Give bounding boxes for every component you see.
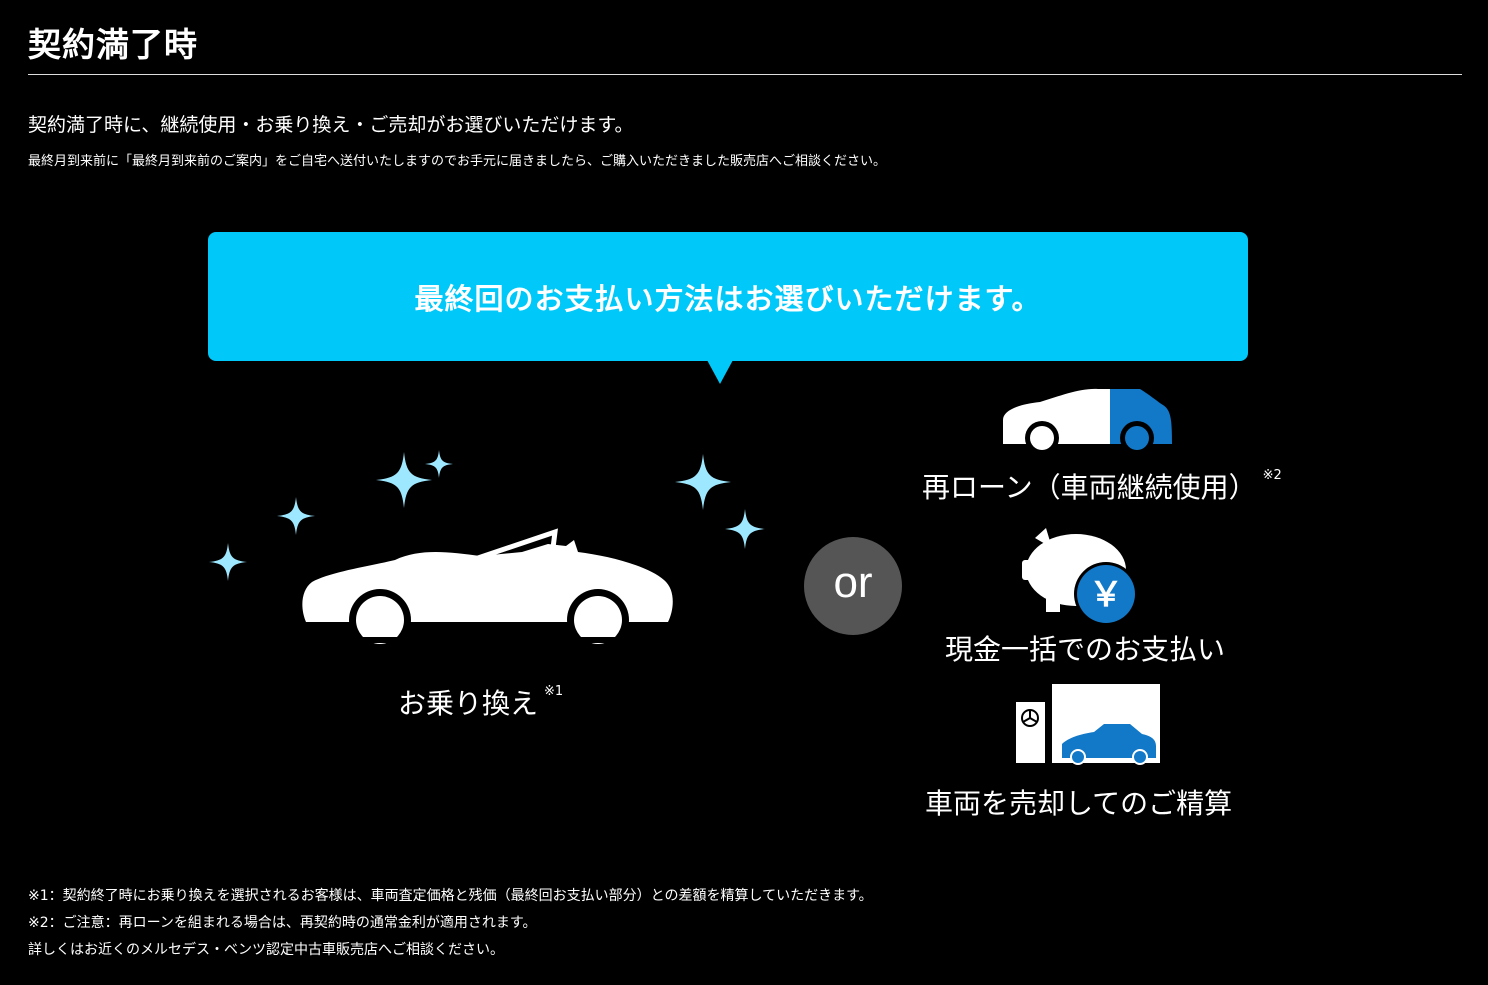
lead-text: 契約満了時に、継続使用・お乗り換え・ご売却がお選びいただけます。 (28, 114, 634, 136)
option-sell: 車両を売却してのご精算 (925, 782, 1232, 822)
or-text: or (833, 558, 873, 607)
option-cash-label: 現金一括でのお支払い (945, 633, 1226, 666)
footnote-2: ※2：ご注意：再ローンを組まれる場合は、再契約時の通常金利が適用されます。 (28, 915, 537, 931)
dealership-car-icon (1016, 684, 1160, 765)
car-half-blue-icon (1003, 388, 1172, 455)
option-reloan-label: 再ローン（車両継続使用） (922, 471, 1257, 504)
note-mark-1: ※1 (544, 684, 564, 699)
piggy-bank-yen-icon: ￥ (1022, 528, 1138, 626)
page-title: 契約満了時 (28, 25, 198, 64)
speech-bubble: 最終回のお支払い方法はお選びいただけます。 (208, 232, 1248, 361)
option-trade-in-label: お乗り換え (398, 687, 539, 720)
option-reloan: 再ローン（車両継続使用） ※2 (922, 466, 1282, 506)
option-sell-label: 車両を売却してのご精算 (925, 787, 1233, 820)
option-cash: 現金一括でのお支払い (945, 628, 1225, 668)
sub-text: 最終月到来前に「最終月到来前のご案内」をご自宅へ送付いたしますのでお手元に届きま… (28, 154, 887, 169)
bubble-text: 最終回のお支払い方法はお選びいただけます。 (414, 281, 1042, 316)
yen-symbol: ￥ (1089, 575, 1123, 615)
footnote-1: ※1：契約終了時にお乗り換えを選択されるお客様は、車両査定価格と残価（最終回お支… (28, 888, 873, 904)
title-divider (28, 74, 1462, 75)
note-mark-2: ※2 (1262, 468, 1282, 483)
convertible-car-icon (300, 528, 680, 651)
footnotes: ※1：契約終了時にお乗り換えを選択されるお客様は、車両査定価格と残価（最終回お支… (28, 883, 873, 964)
speech-bubble-tail (707, 360, 733, 384)
option-trade-in: お乗り換え ※1 (398, 682, 563, 722)
footnote-3: 詳しくはお近くのメルセデス・ベンツ認定中古車販売店へご相談ください。 (28, 942, 504, 958)
or-separator: or (804, 537, 902, 635)
